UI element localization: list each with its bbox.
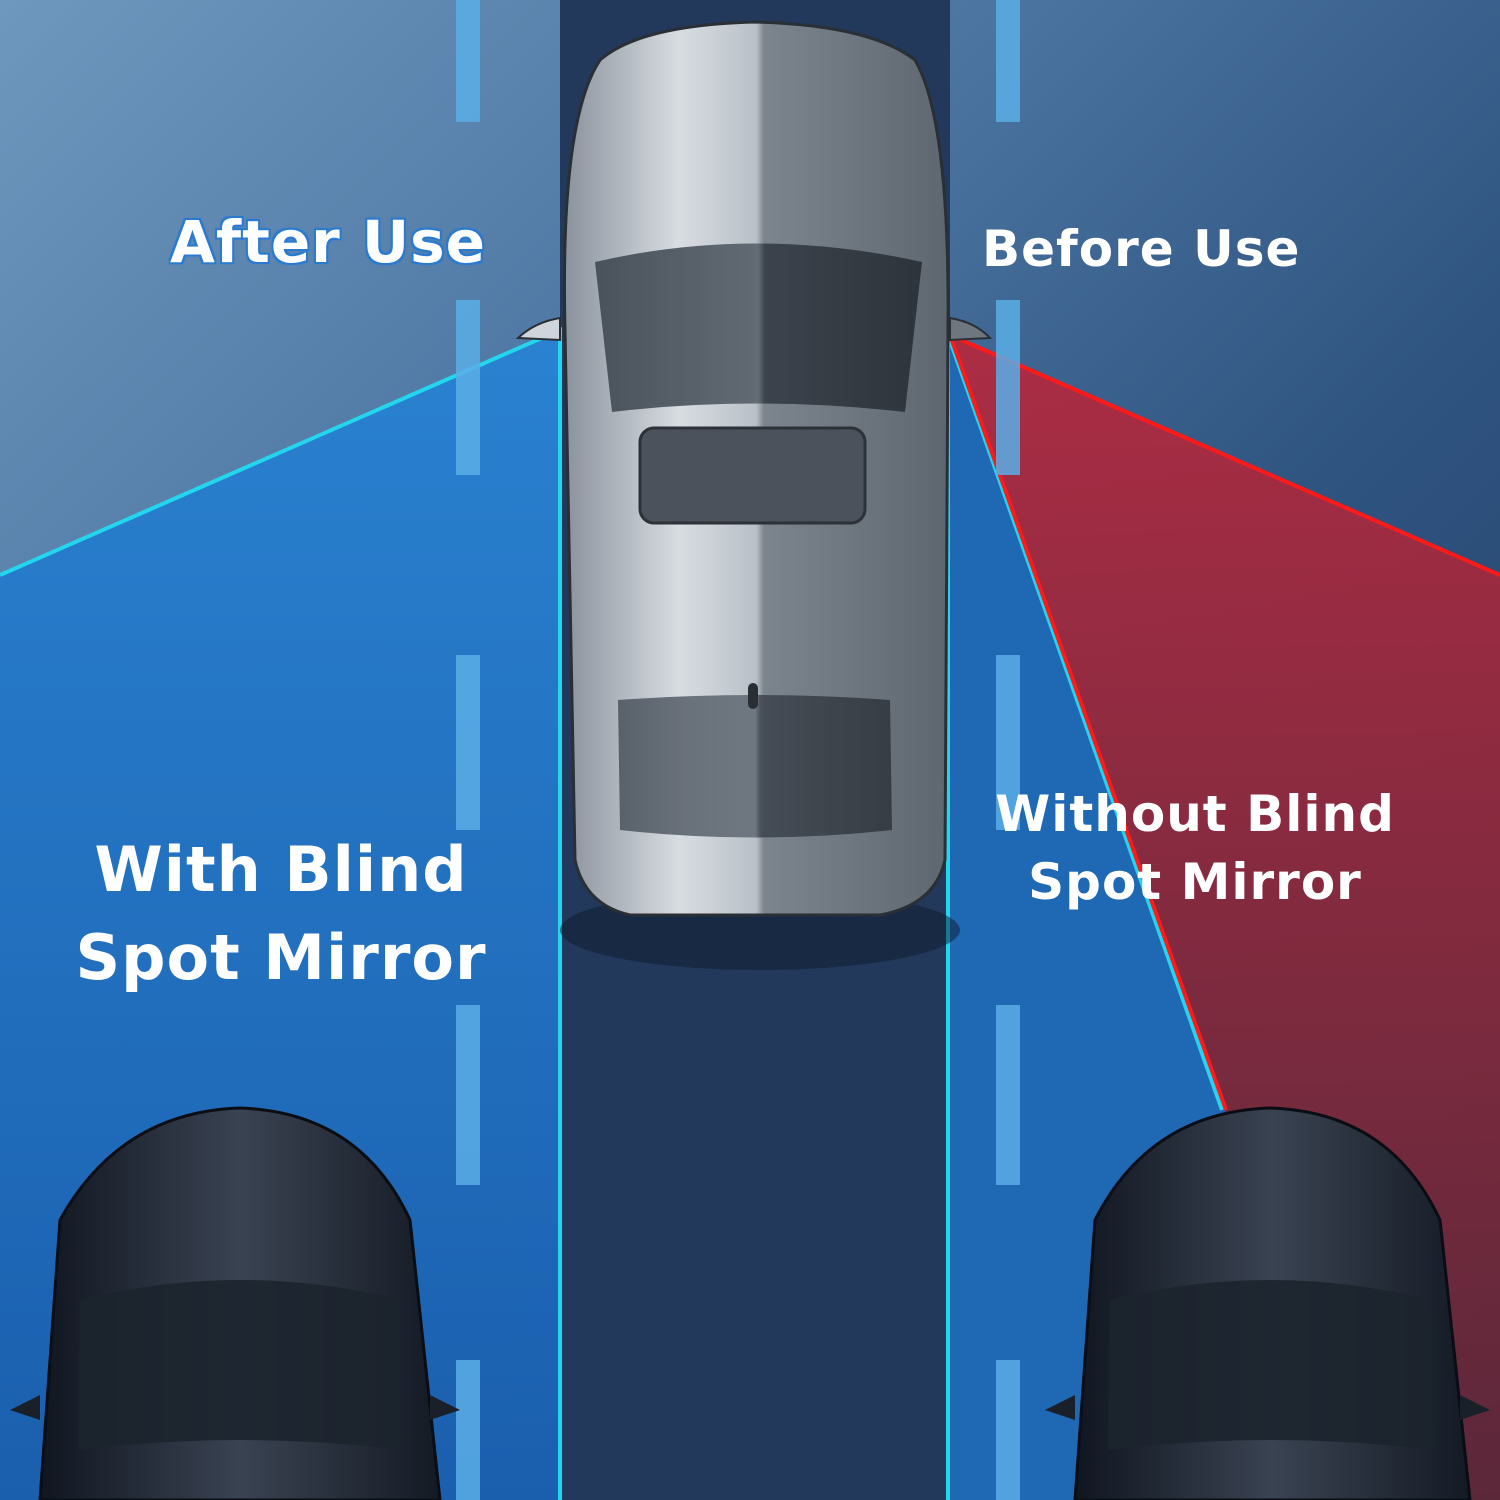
bottom-left-car bbox=[10, 1106, 460, 1500]
before-use-label: Before Use bbox=[982, 220, 1301, 278]
without-mirror-label: Without Blind Spot Mirror bbox=[985, 780, 1405, 916]
main-car bbox=[515, 20, 993, 970]
lane-markers bbox=[456, 0, 1020, 1500]
without-mirror-line1: Without Blind bbox=[995, 785, 1395, 843]
with-mirror-line1: With Blind bbox=[94, 833, 468, 906]
with-mirror-line2: Spot Mirror bbox=[75, 921, 487, 994]
after-use-label: After Use bbox=[170, 208, 486, 276]
without-mirror-line2: Spot Mirror bbox=[1028, 853, 1362, 911]
bottom-right-car bbox=[1045, 1106, 1490, 1500]
with-mirror-label: With Blind Spot Mirror bbox=[56, 826, 506, 1002]
